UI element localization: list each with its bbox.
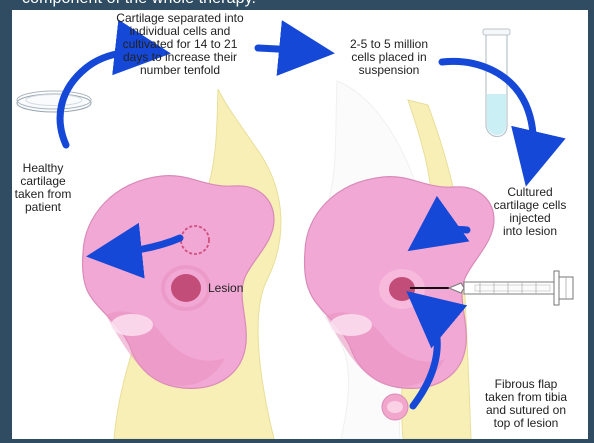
label-lesion: Lesion	[208, 282, 262, 295]
label-cartilage-separated: Cartilage separated into individual cell…	[92, 12, 268, 77]
right-condyle-highlight	[330, 314, 372, 336]
label-fibrous-flap: Fibrous flap taken from tibia and suture…	[464, 378, 588, 430]
left-knee	[82, 89, 280, 439]
tibia-flap-highlight	[387, 401, 403, 413]
left-condyle-highlight	[111, 314, 153, 336]
knee-repair-panel: Cartilage separated into individual cell…	[12, 10, 588, 439]
label-healthy-cartilage: Healthy cartilage taken from patient	[12, 162, 74, 214]
label-cells-suspension: 2-5 to 5 million cells placed in suspens…	[328, 38, 450, 77]
lesion-left	[171, 274, 201, 302]
petri-dish-icon	[17, 91, 91, 112]
caption-strip: component of the whole therapy.	[0, 0, 594, 10]
label-cultured-cells: Cultured cartilage cells injected into l…	[474, 186, 586, 238]
caption-text: component of the whole therapy.	[22, 0, 256, 8]
